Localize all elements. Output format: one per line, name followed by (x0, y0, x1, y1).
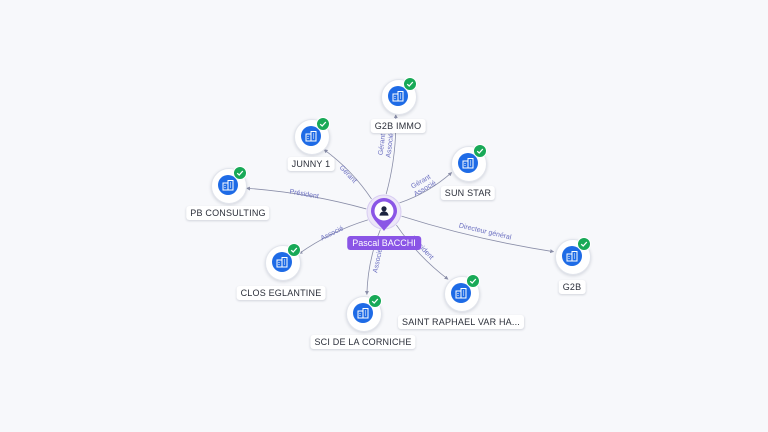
company-node-pb-consulting[interactable] (211, 166, 247, 204)
building-icon (451, 283, 471, 303)
company-node-sun-star[interactable] (451, 144, 487, 182)
verified-check-icon (403, 77, 417, 91)
verified-check-icon (287, 243, 301, 257)
building-icon (353, 303, 373, 323)
building-icon (272, 252, 292, 272)
edge-g2b (401, 215, 555, 254)
edge-sun-star (399, 172, 453, 204)
building-icon (388, 86, 408, 106)
edge-role-label: Président (289, 189, 319, 201)
building-icon (301, 126, 321, 146)
company-label-clos-eglantine[interactable]: CLOS EGLANTINE (236, 286, 326, 300)
edge-role-label: Associé (320, 225, 345, 242)
center-person-pin[interactable] (366, 194, 402, 238)
verified-check-icon (233, 166, 247, 180)
company-label-saint-raphael[interactable]: SAINT RAPHAEL VAR HA... (398, 315, 524, 329)
verified-check-icon (466, 274, 480, 288)
verified-check-icon (473, 144, 487, 158)
edge-junny-1 (323, 149, 372, 200)
person-pin-icon (366, 194, 402, 231)
edge-clos-eglantine (298, 219, 368, 255)
edge-pb-consulting (246, 186, 367, 210)
edge-role-label: Gérant (338, 164, 358, 184)
company-label-pb-consulting[interactable]: PB CONSULTING (186, 206, 270, 220)
company-node-clos-eglantine[interactable] (265, 243, 301, 281)
edge-role-label: Gérant (378, 133, 388, 155)
company-label-sun-star[interactable]: SUN STAR (440, 186, 496, 200)
company-label-g2b[interactable]: G2B (558, 280, 586, 294)
building-icon (458, 153, 478, 173)
edge-role-label: Associé (385, 133, 395, 158)
building-icon (562, 246, 582, 266)
company-label-sci-corniche[interactable]: SCI DE LA CORNICHE (310, 335, 416, 349)
company-label-g2b-immo[interactable]: G2B IMMO (370, 119, 426, 133)
company-node-junny-1[interactable] (294, 117, 330, 155)
edge-saint-raphael (396, 224, 449, 280)
company-node-saint-raphael[interactable] (444, 274, 480, 312)
center-person-label[interactable]: Pascal BACCHI (347, 236, 421, 250)
building-icon (218, 175, 238, 195)
company-node-g2b-immo[interactable] (381, 77, 417, 115)
company-node-sci-corniche[interactable] (346, 294, 382, 332)
edge-role-label: Associé (372, 248, 384, 274)
edge-sci-corniche (364, 229, 381, 296)
verified-check-icon (316, 117, 330, 131)
company-node-g2b[interactable] (555, 237, 591, 275)
verified-check-icon (368, 294, 382, 308)
verified-check-icon (577, 237, 591, 251)
company-label-junny-1[interactable]: JUNNY 1 (287, 157, 335, 171)
